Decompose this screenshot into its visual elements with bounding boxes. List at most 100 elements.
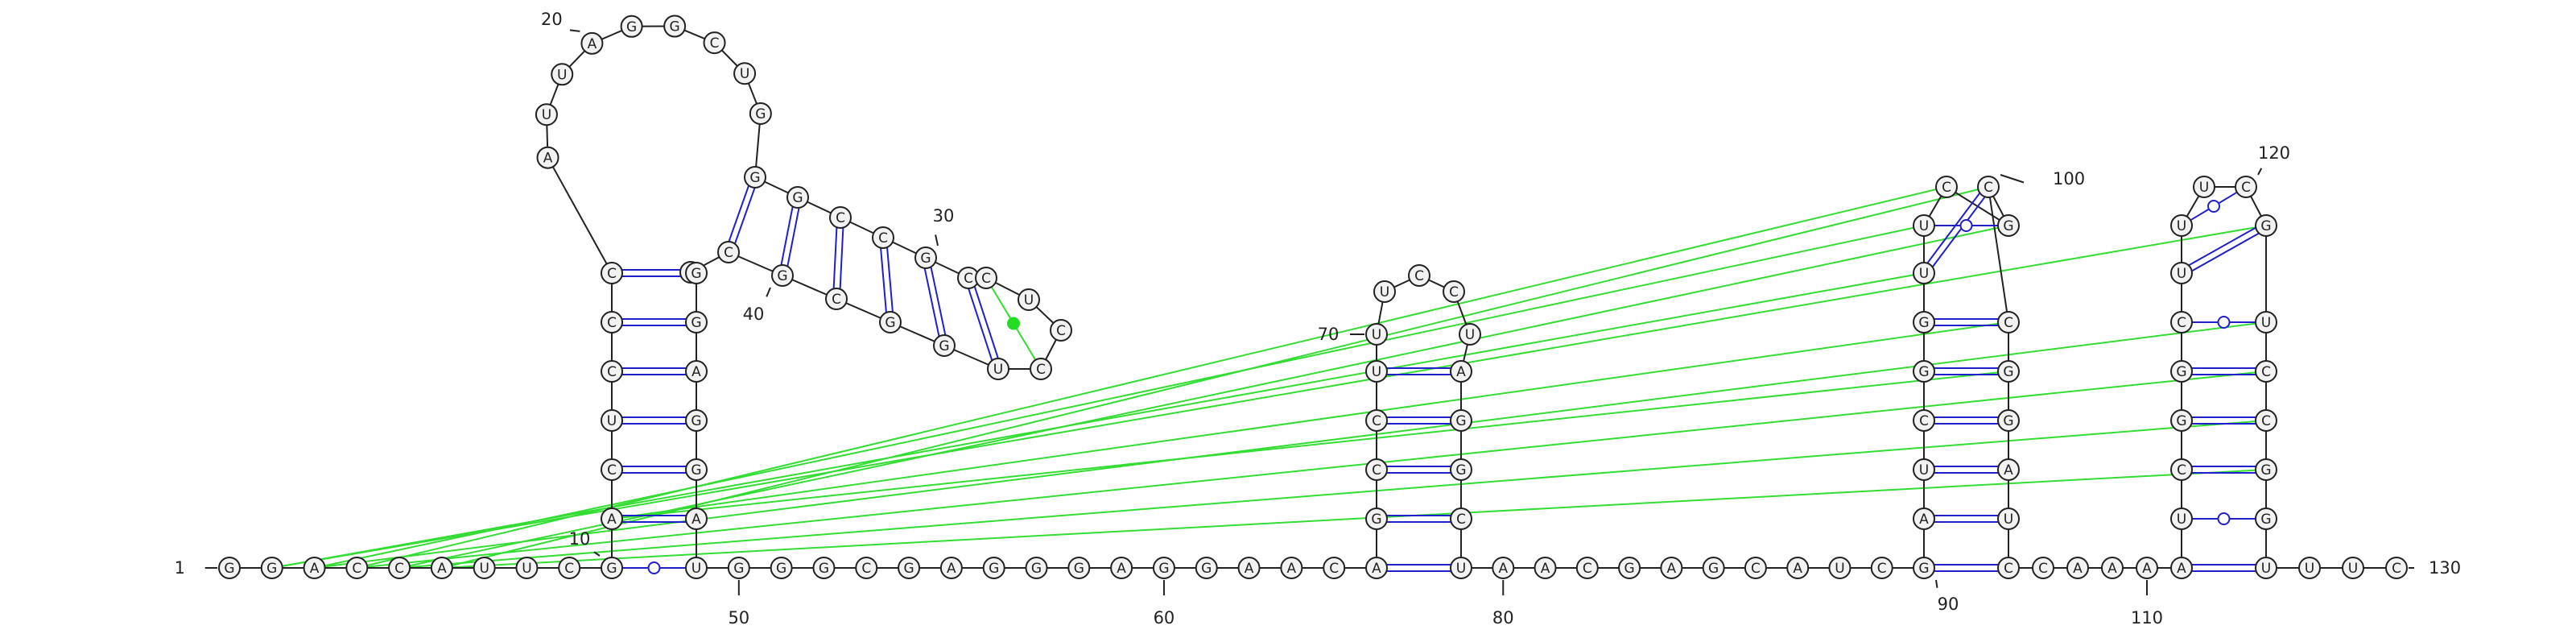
nucleotide: G [686, 410, 707, 431]
nucleotide: G [1026, 557, 1047, 578]
nucleotide-base: G [1918, 315, 1929, 331]
nucleotide-base: U [607, 413, 617, 429]
nucleotide-base: C [1372, 462, 1381, 478]
nucleotide: C [2235, 176, 2256, 197]
nucleotide: U [536, 104, 557, 125]
nucleotide: A [538, 147, 559, 168]
nucleotide-base: A [607, 512, 617, 528]
nucleotide-base: C [1984, 180, 1993, 196]
nucleotide: U [1018, 289, 1039, 310]
nucleotide-base: G [1918, 364, 1929, 380]
nucleotide: G [813, 557, 834, 578]
canonical-pair-line [881, 248, 886, 312]
nucleotide-base: A [310, 561, 320, 577]
nucleotide: G [1451, 459, 1472, 480]
nucleotide-base: U [1456, 561, 1466, 577]
nucleotide-base: G [2260, 218, 2271, 234]
nucleotide-base: C [394, 561, 404, 577]
position-label: 10 [569, 529, 591, 549]
nucleotide-base: C [1583, 561, 1592, 577]
nucleotide-base: U [2177, 218, 2186, 234]
nucleotide: G [1619, 557, 1640, 578]
nucleotide-base: G [755, 106, 766, 122]
nucleotide: C [601, 361, 622, 382]
nucleotide-base: A [1117, 561, 1126, 577]
nucleotide: A [1111, 557, 1132, 578]
canonical-pair-line [975, 287, 998, 358]
nucleotide: C [1936, 176, 1957, 197]
nucleotide-base: G [920, 251, 931, 267]
nucleotide-base: U [2177, 266, 2186, 282]
nucleotide: C [389, 557, 410, 578]
pseudoknot-line [357, 371, 2266, 568]
nucleotide-base: U [542, 107, 551, 123]
nucleotide: C [1913, 410, 1934, 431]
nucleotide: G [880, 312, 901, 333]
nucleotide: A [686, 508, 707, 529]
nucleotide: U [1913, 459, 1934, 480]
nucleotide: U [1998, 508, 2019, 529]
nucleotide: G [1913, 361, 1934, 382]
nucleotide-base: A [437, 561, 447, 577]
nucleotide-base: C [2038, 561, 2048, 577]
nucleotide-base: C [2392, 561, 2401, 577]
nucleotide-base: G [819, 561, 829, 577]
nucleotide: U [2256, 312, 2277, 333]
nucleotide: U [1459, 324, 1480, 345]
nucleotide-base: C [724, 245, 733, 261]
nucleotide-base: C [1414, 268, 1424, 284]
nucleotide-base: U [2305, 561, 2314, 577]
nucleotide: G [621, 16, 642, 37]
nucleotide: C [1998, 312, 2019, 333]
position-label: 80 [1492, 608, 1514, 628]
nucleotide: C [1998, 557, 2019, 578]
pseudoknot-line [442, 470, 2266, 568]
nucleotide: C [1366, 410, 1387, 431]
nucleotide-base: C [964, 271, 973, 287]
nucleotide: G [601, 557, 622, 578]
nucleotide-base: C [1329, 561, 1339, 577]
nucleotide: G [262, 557, 283, 578]
nucleotide-base: G [1624, 561, 1634, 577]
nucleotide: U [1366, 324, 1387, 345]
nucleotide: C [1978, 176, 1999, 197]
nucleotide-base: U [557, 67, 567, 83]
nucleotide: G [772, 265, 793, 286]
nucleotide-base: C [1942, 180, 1951, 196]
position-tick [570, 30, 580, 31]
canonical-pair-line [840, 228, 844, 288]
nucleotide: A [2102, 557, 2123, 578]
position-label: 1 [175, 558, 185, 578]
canonical-pair-line [887, 248, 893, 312]
nucleotide: C [856, 557, 877, 578]
nucleotide: C [1745, 557, 1766, 578]
nucleotide-base: A [2177, 561, 2186, 577]
nucleotide-base: A [2107, 561, 2117, 577]
nucleotide-base: G [777, 268, 787, 284]
nucleotide: C [1409, 265, 1430, 286]
position-label: 30 [933, 206, 955, 226]
nucleotide-base: A [2004, 462, 2013, 478]
canonical-pair-line [968, 289, 992, 360]
nucleotide-base: C [607, 364, 617, 380]
nucleotide-base: U [1919, 218, 1929, 234]
nucleotide-base: G [606, 561, 617, 577]
position-label: 60 [1154, 608, 1175, 628]
nucleotide-base: A [691, 364, 701, 380]
nucleotide: A [1535, 557, 1556, 578]
pseudoknot-line [315, 226, 1924, 568]
nucleotide: G [1703, 557, 1724, 578]
nucleotide-base: U [2348, 561, 2358, 577]
pseudoknot-pair-marker [1007, 317, 1020, 330]
nucleotide-base: C [981, 271, 991, 287]
nucleotide: U [516, 557, 537, 578]
nucleotide-base: U [522, 561, 531, 577]
nucleotide: C [1443, 281, 1464, 302]
nucleotide: G [686, 312, 707, 333]
position-label: 50 [728, 608, 749, 628]
nucleotide-base: A [1541, 561, 1550, 577]
nucleotide-base: C [2177, 315, 2186, 331]
nucleotide-base: C [352, 561, 361, 577]
